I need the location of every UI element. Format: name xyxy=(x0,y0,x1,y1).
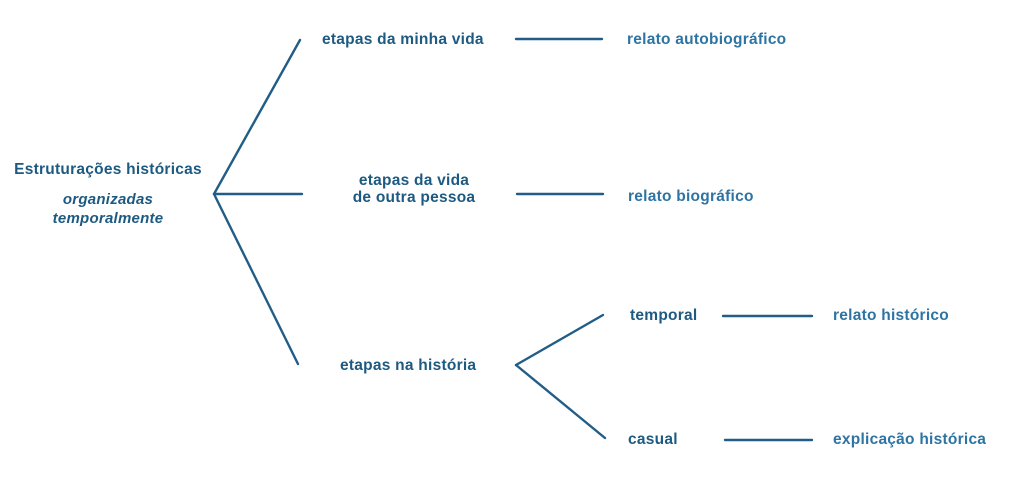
branch-node-etapas-minha-vida: etapas da minha vida xyxy=(322,31,484,48)
connector-branch3-to-casual xyxy=(514,363,607,440)
leaf-node-explicacao-historica: explicação histórica xyxy=(833,431,987,448)
branch-node-etapas-na-historia: etapas na história xyxy=(340,357,477,374)
sub-branch-node-casual: casual xyxy=(628,431,678,448)
root-node-subtitle-line1: organizadas xyxy=(62,191,154,208)
branch-node-label-line1: etapas da vida xyxy=(358,172,470,189)
leaf-node-relato-historico: relato histórico xyxy=(833,307,949,324)
sub-branch-node-temporal: temporal xyxy=(630,307,698,324)
leaf-node-relato-biografico: relato biográfico xyxy=(628,188,754,205)
connector-root-to-branch3 xyxy=(212,192,300,366)
leaf-node-relato-autobiografico: relato autobiográfico xyxy=(627,31,787,48)
branch-node-label-line2: de outra pessoa xyxy=(352,189,476,206)
connector-branch3-to-temporal xyxy=(514,313,605,367)
connector-root-to-branch1 xyxy=(212,38,302,196)
root-node-title: Estruturações históricas xyxy=(14,161,202,178)
branch-node-etapas-vida-outra-pessoa: etapas da vida de outra pessoa xyxy=(353,172,476,206)
root-node-subtitle: organizadas temporalmente xyxy=(53,190,164,228)
root-node-subtitle-line2: temporalmente xyxy=(52,210,164,227)
